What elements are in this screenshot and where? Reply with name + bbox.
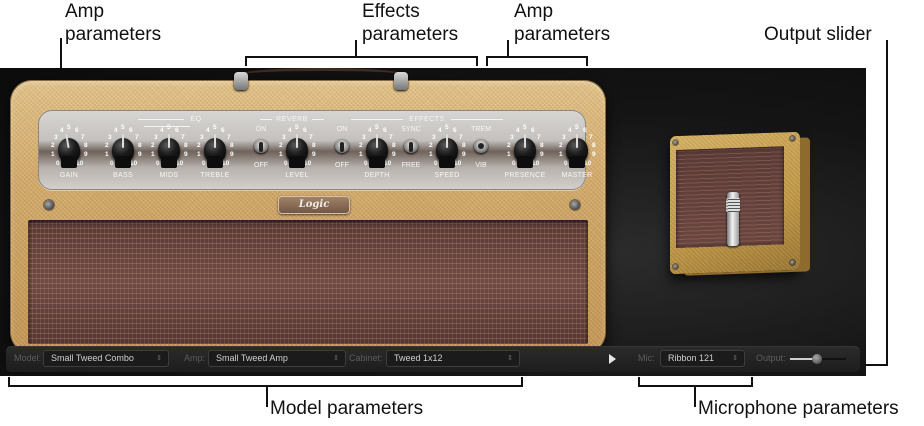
toggle-sync-free[interactable]: SYNC FREE — [401, 126, 421, 169]
callout-microphone-parameters: Microphone parameters — [698, 398, 899, 419]
knob-presence-label: PRESENCE — [504, 172, 546, 179]
screw-icon — [790, 259, 795, 266]
toggle-reverb-on-off[interactable]: ON OFF — [254, 126, 268, 169]
output-slider[interactable] — [790, 354, 846, 364]
bottom-parameter-bar: Model: Small Tweed Combo ⇕ Amp: Small Tw… — [6, 346, 860, 372]
callout-effects-parameters-line2: parameters — [362, 24, 459, 45]
callout-effects-parameters-line1: Effects — [362, 1, 420, 22]
bracket-amp-parameters-right — [486, 56, 588, 58]
output-slider-thumb[interactable] — [812, 354, 822, 364]
cabinet-label: Cabinet: — [349, 353, 383, 363]
bracket-amp-right-left-tick — [486, 56, 488, 66]
screw-icon — [44, 200, 54, 210]
leader-amp-parameters-right — [507, 40, 509, 58]
speaker-grille — [28, 220, 588, 344]
bracket-effects-left-tick — [245, 56, 247, 66]
handle-strap — [238, 68, 406, 82]
knob-presence[interactable]: 3 4 5 6 7 2 8 1 9 0 10 PRESENCE — [502, 124, 548, 184]
callout-amp-parameters-right-line1: Amp — [514, 1, 554, 22]
model-select[interactable]: Small Tweed Combo ⇕ — [43, 350, 169, 367]
knob-master[interactable]: 3 4 5 6 7 2 8 1 9 0 10 MASTER — [554, 124, 600, 184]
leader-model-parameters — [266, 385, 268, 407]
knob-mids-label: MIDS — [159, 172, 179, 179]
knob-depth[interactable]: 3 4 5 6 7 2 8 1 9 0 10 DEPTH — [354, 124, 400, 184]
bracket-amp-right-right-tick — [586, 56, 588, 66]
handle-bracket-right — [394, 72, 408, 90]
screw-icon — [790, 135, 795, 142]
toggle-switch-icon[interactable] — [474, 139, 488, 153]
model-label: Model: — [14, 353, 42, 363]
handle-bracket-left — [234, 72, 248, 90]
mic-select[interactable]: Ribbon 121 ⇕ — [660, 350, 745, 367]
callout-amp-parameters-left-line1: Amp — [65, 1, 105, 22]
screw-icon — [570, 200, 580, 210]
knob-gain[interactable]: 3 4 5 6 7 2 8 1 9 0 10 GAIN — [46, 124, 92, 184]
microphone-icon[interactable] — [727, 191, 739, 247]
knob-depth-label: DEPTH — [364, 172, 390, 179]
knob-level-label: LEVEL — [285, 172, 309, 179]
bracket-model-right-tick — [521, 377, 523, 387]
knob-gain-label: GAIN — [59, 172, 79, 179]
callout-amp-parameters-right-line2: parameters — [514, 24, 611, 45]
cabinet-preview — [670, 131, 800, 275]
control-panel: EQ REVERB EFFECTS 3 4 5 6 7 2 8 1 9 0 10… — [38, 110, 596, 190]
knob-master-label: MASTER — [561, 172, 593, 179]
knob-reverb-level[interactable]: 3 4 5 6 7 2 8 1 9 0 10 LEVEL — [274, 124, 320, 184]
knob-mids[interactable]: 3 4 5 6 7 2 8 1 9 0 10 MIDS — [146, 124, 192, 184]
leader-microphone-parameters — [694, 385, 696, 407]
bracket-model-left-tick — [8, 377, 10, 387]
cabinet-grille — [676, 146, 784, 249]
toggle-switch-icon[interactable] — [254, 139, 268, 153]
amp-select[interactable]: Small Tweed Amp ⇕ — [208, 350, 346, 367]
amp-designer-plugin: EQ REVERB EFFECTS 3 4 5 6 7 2 8 1 9 0 10… — [0, 68, 866, 376]
toggle-effects-on-off[interactable]: ON OFF — [335, 126, 349, 169]
knob-bass-label: BASS — [113, 172, 133, 179]
knob-speed-label: SPEED — [434, 172, 460, 179]
play-icon[interactable] — [609, 354, 616, 364]
amp-label: Amp: — [184, 353, 206, 363]
output-label: Output: — [756, 353, 786, 363]
callout-model-parameters: Model parameters — [270, 398, 424, 419]
section-eq-title: EQ — [104, 116, 230, 130]
mic-label: Mic: — [638, 353, 655, 363]
leader-effects-parameters — [355, 40, 357, 58]
bracket-effects-right-tick — [476, 56, 478, 66]
toggle-switch-icon[interactable] — [335, 139, 349, 153]
callout-amp-parameters-left-line2: parameters — [65, 24, 162, 45]
screw-icon — [673, 263, 678, 270]
logic-logo-plate: Logic — [278, 196, 350, 214]
bracket-model-parameters — [8, 385, 523, 387]
select-arrows-icon: ⇕ — [333, 355, 339, 362]
leader-output-slider-horizontal — [846, 364, 888, 366]
knob-treble-label: TREBLE — [200, 172, 230, 179]
section-reverb-title: REVERB — [252, 116, 332, 123]
select-arrows-icon: ⇕ — [732, 355, 738, 362]
callout-output-slider: Output slider — [764, 24, 872, 45]
leader-output-slider — [886, 40, 888, 366]
knob-treble[interactable]: 3 4 5 6 7 2 8 1 9 0 10 TREBLE — [192, 124, 238, 184]
knob-bass[interactable]: 3 4 5 6 7 2 8 1 9 0 10 BASS — [100, 124, 146, 184]
bracket-effects-parameters — [245, 56, 478, 58]
bracket-mic-left-tick — [638, 377, 640, 387]
select-arrows-icon: ⇕ — [156, 355, 162, 362]
toggle-switch-icon[interactable] — [404, 139, 418, 153]
screw-icon — [673, 139, 678, 146]
amp-head: EQ REVERB EFFECTS 3 4 5 6 7 2 8 1 9 0 10… — [10, 68, 606, 354]
bracket-mic-right-tick — [751, 377, 753, 387]
cabinet-select[interactable]: Tweed 1x12 ⇕ — [386, 350, 520, 367]
toggle-trem-vib[interactable]: TREM VIB — [471, 126, 491, 169]
knob-speed[interactable]: 3 4 5 6 7 2 8 1 9 0 10 SPEED — [424, 124, 470, 184]
section-effects-title: EFFECTS — [334, 116, 520, 123]
select-arrows-icon: ⇕ — [507, 355, 513, 362]
